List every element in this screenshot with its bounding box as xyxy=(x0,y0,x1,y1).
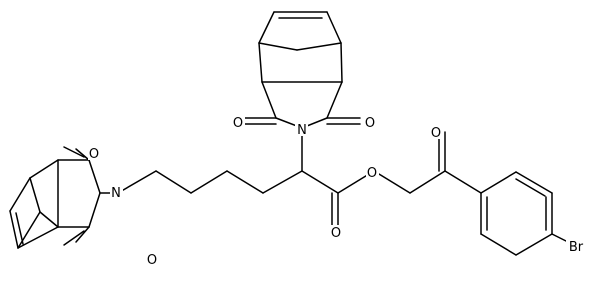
nitrogen-atom: N xyxy=(295,122,308,138)
bromine-atom: Br xyxy=(566,239,586,255)
left-bicyclic-imide xyxy=(9,146,119,249)
top-bicyclic-imide xyxy=(243,11,361,129)
oxygen-atom: O xyxy=(146,252,159,268)
svg-text:O: O xyxy=(331,226,341,241)
ester-oxygen-atom: O xyxy=(330,225,343,241)
oxygen-atom: O xyxy=(364,115,377,131)
atom-labels: O O N O O N O O xyxy=(88,115,586,268)
ester-oxygen-atom: O xyxy=(366,165,379,181)
oxygen-atom: O xyxy=(88,146,101,162)
svg-text:O: O xyxy=(367,166,377,181)
svg-text:O: O xyxy=(233,116,243,131)
nitrogen-atom: N xyxy=(110,185,123,201)
hexanoate-chain xyxy=(117,127,482,233)
svg-text:N: N xyxy=(111,186,121,201)
svg-text:N: N xyxy=(297,123,307,138)
svg-text:O: O xyxy=(365,116,375,131)
ketone-oxygen-atom: O xyxy=(430,125,443,141)
oxygen-atom: O xyxy=(232,115,245,131)
svg-text:O: O xyxy=(431,126,441,141)
svg-text:O: O xyxy=(147,253,157,268)
svg-text:Br: Br xyxy=(569,240,584,255)
bromophenyl-ring xyxy=(480,171,575,256)
bond-skeleton xyxy=(9,11,575,256)
svg-text:O: O xyxy=(89,147,99,162)
